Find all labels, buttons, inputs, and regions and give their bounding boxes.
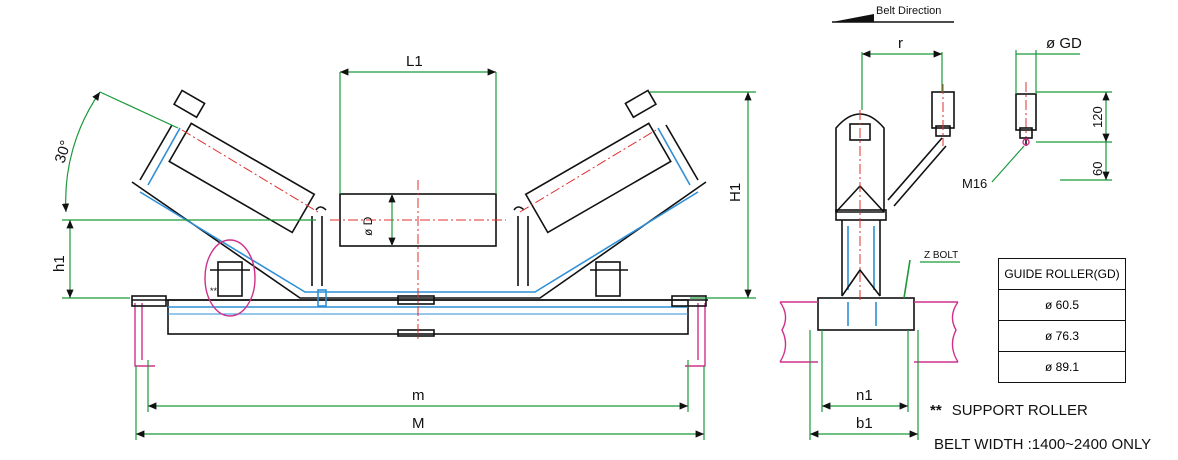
belt-direction-label: Belt Direction xyxy=(876,5,941,17)
dim-n1-label: n1 xyxy=(856,387,873,404)
guide-table-header: GUIDE ROLLER(GD) xyxy=(998,258,1126,290)
dim-b1-label: b1 xyxy=(856,415,873,432)
dim-60-label: 60 xyxy=(1090,162,1105,176)
support-roller-mark: ** xyxy=(210,286,218,296)
support-roller-highlight xyxy=(204,239,256,317)
guide-table-row: ø 76.3 xyxy=(998,320,1126,352)
support-roller-note: ** SUPPORT ROLLER xyxy=(930,402,1088,419)
angle-30-label: 30° xyxy=(52,138,75,165)
guide-table-row: ø 89.1 xyxy=(998,351,1126,383)
note-support-roller: SUPPORT ROLLER xyxy=(951,402,1088,419)
guide-table-row: ø 60.5 xyxy=(998,289,1126,321)
dim-120-label: 120 xyxy=(1090,106,1105,128)
trough-frame xyxy=(131,181,707,299)
dim-h1-label: h1 xyxy=(51,255,68,272)
side-view xyxy=(817,91,955,331)
side-base xyxy=(817,297,915,331)
dim-M-label: M xyxy=(412,415,425,432)
z-bolt-label: Z BOLT xyxy=(924,250,958,261)
dim-m-label: m xyxy=(412,387,425,404)
right-wing-roller xyxy=(524,122,672,234)
base-frame xyxy=(167,299,689,335)
dim-L1-label: L1 xyxy=(406,53,423,70)
dim-r-label: r xyxy=(898,35,903,52)
dim-H1-label: H1 xyxy=(727,183,744,202)
belt-width-note: BELT WIDTH :1400~2400 ONLY xyxy=(934,436,1152,453)
guide-roller-table: GUIDE ROLLER(GD) ø 60.5 ø 76.3 ø 89.1 xyxy=(998,258,1126,383)
front-view xyxy=(131,89,708,367)
bolt-M16-label: M16 xyxy=(962,176,987,191)
dim-phiGD-label: ø GD xyxy=(1046,35,1082,52)
belt-direction-arrow xyxy=(832,14,954,23)
note-stars: ** xyxy=(930,402,942,419)
dim-phiD-label: ø D xyxy=(361,216,375,236)
left-wing-roller xyxy=(168,122,316,234)
